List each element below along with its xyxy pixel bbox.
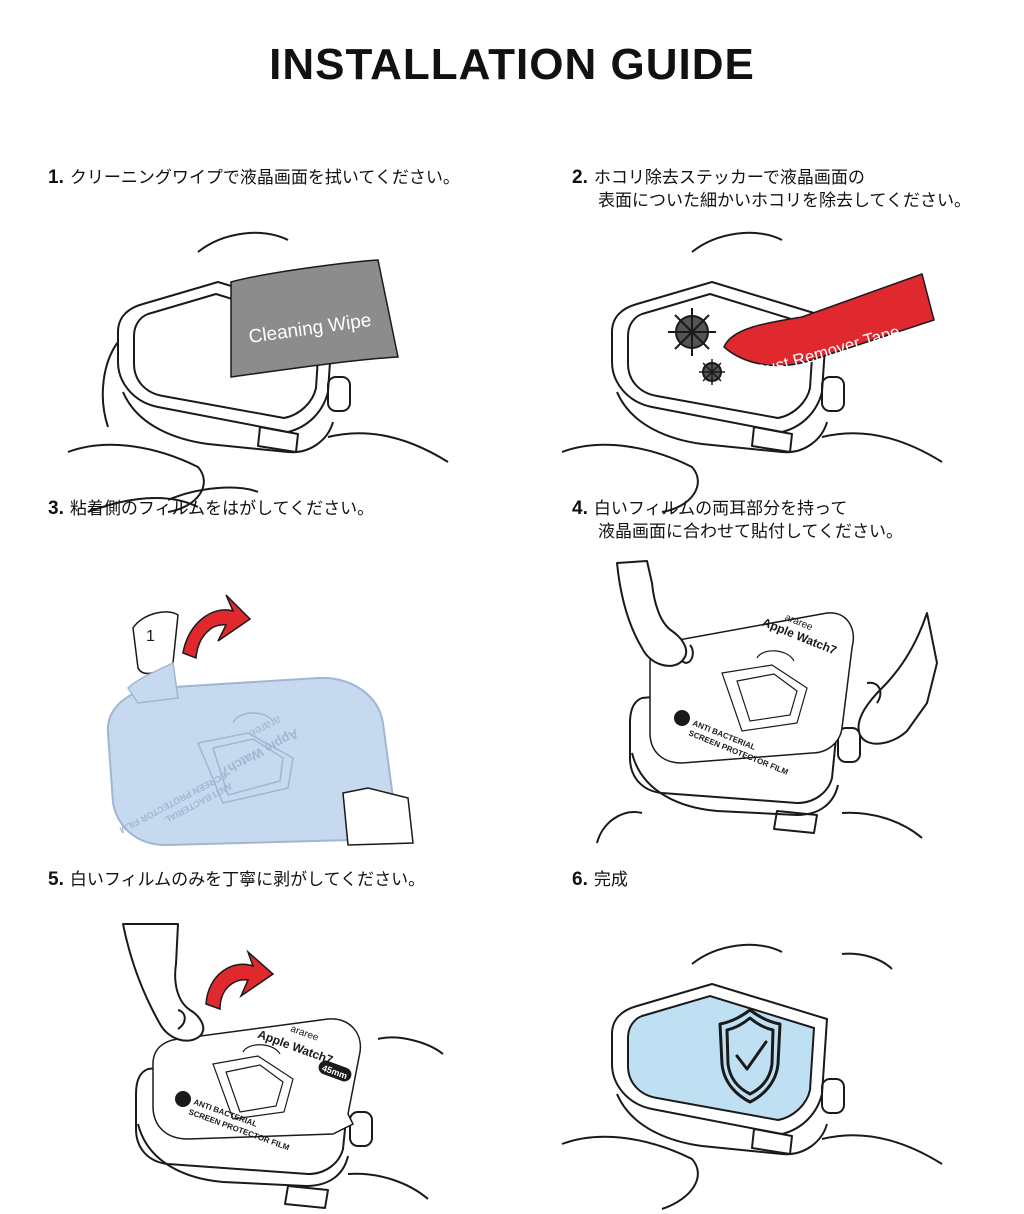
dust-particle-small: [699, 359, 725, 385]
step-number: 5.: [48, 869, 64, 890]
anti-bacterial-icon: [175, 1091, 191, 1107]
step-number: 4.: [572, 498, 588, 519]
step-text: 粘着側のフィルムをはがしてください。: [69, 499, 375, 519]
step-6: 6.完成: [561, 868, 1024, 1210]
step-text-line2: 液晶画面に合わせて貼付してください。: [598, 522, 903, 542]
step-text: 白いフィルムの両耳部分を持って: [593, 499, 848, 519]
shield-check-icon: [718, 1008, 782, 1104]
protector-film: araree Apple Watch7 ANTI BACTERIAL SCREE…: [106, 676, 414, 847]
dust-particle-large: [668, 308, 716, 356]
step-number: 6.: [572, 869, 588, 890]
step-text: ホコリ除去ステッカーで液晶画面の: [593, 168, 865, 188]
film-remove-illustration: araree Apple Watch7 45mm ANTI BACTERIAL …: [122, 923, 444, 1209]
size-badge: [318, 1060, 352, 1082]
white-film: araree Apple Watch7 ANTI BACTERIAL SCREE…: [649, 612, 854, 777]
anti-bacterial-icon: [674, 710, 690, 726]
page-title: INSTALLATION GUIDE: [269, 40, 755, 89]
film-apply-illustration: araree Apple Watch7 ANTI BACTERIAL SCREE…: [596, 560, 938, 844]
step-number: 1.: [48, 167, 64, 188]
peel-arrow-icon: [205, 949, 275, 1011]
step-2-caption: 2.ホコリ除去ステッカーで液晶画面の 表面についた細かいホコリを除去してください…: [572, 166, 1024, 213]
tab-number: 1: [146, 628, 155, 645]
peel-arrow-icon: [182, 594, 252, 660]
white-film: araree Apple Watch7 45mm ANTI BACTERIAL …: [152, 1018, 362, 1152]
step-number: 2.: [572, 167, 588, 188]
film-peel-illustration: araree Apple Watch7 ANTI BACTERIAL SCREE…: [106, 594, 414, 847]
step-text: 完成: [593, 870, 628, 890]
step-4-caption: 4.白いフィルムの両耳部分を持って 液晶画面に合わせて貼付してください。: [572, 497, 1024, 544]
step-text: クリーニングワイプで液晶画面を拭いてください。: [69, 168, 460, 188]
step-text: 白いフィルムのみを丁寧に剥がしてください。: [69, 870, 426, 890]
step-1: 1.クリーニングワイプで液晶画面を拭いてください。 Cleaning Wipe: [48, 166, 518, 513]
watch-complete-illustration: [561, 943, 943, 1210]
step-5-caption: 5.白いフィルムのみを丁寧に剥がしてください。: [48, 868, 518, 892]
step-3: 3.粘着側のフィルムをはがしてください。 araree Apple Watch7…: [48, 497, 518, 847]
hands: [616, 560, 938, 745]
step-6-caption: 6.完成: [572, 868, 1024, 892]
step-number: 3.: [48, 498, 64, 519]
step-2: 2.ホコリ除去ステッカーで液晶画面の 表面についた細かいホコリを除去してください…: [561, 166, 1024, 513]
hand: [122, 923, 205, 1042]
step-text-line2: 表面についた細かいホコリを除去してください。: [598, 191, 971, 211]
watch-dust-illustration: Dust Remover Tape: [561, 231, 943, 513]
peeling-tab: 1: [127, 611, 179, 704]
dust-remover-tape: Dust Remover Tape: [723, 273, 935, 381]
step-5: 5.白いフィルムのみを丁寧に剥がしてください。 araree Apple Wat…: [48, 868, 518, 1209]
watch-cleaning-illustration: Cleaning Wipe: [67, 231, 449, 513]
step-3-caption: 3.粘着側のフィルムをはがしてください。: [48, 497, 518, 521]
step-4: 4.白いフィルムの両耳部分を持って 液晶画面に合わせて貼付してください。 ara…: [572, 497, 1024, 844]
step-1-caption: 1.クリーニングワイプで液晶画面を拭いてください。: [48, 166, 518, 190]
cleaning-wipe: Cleaning Wipe: [230, 259, 399, 378]
